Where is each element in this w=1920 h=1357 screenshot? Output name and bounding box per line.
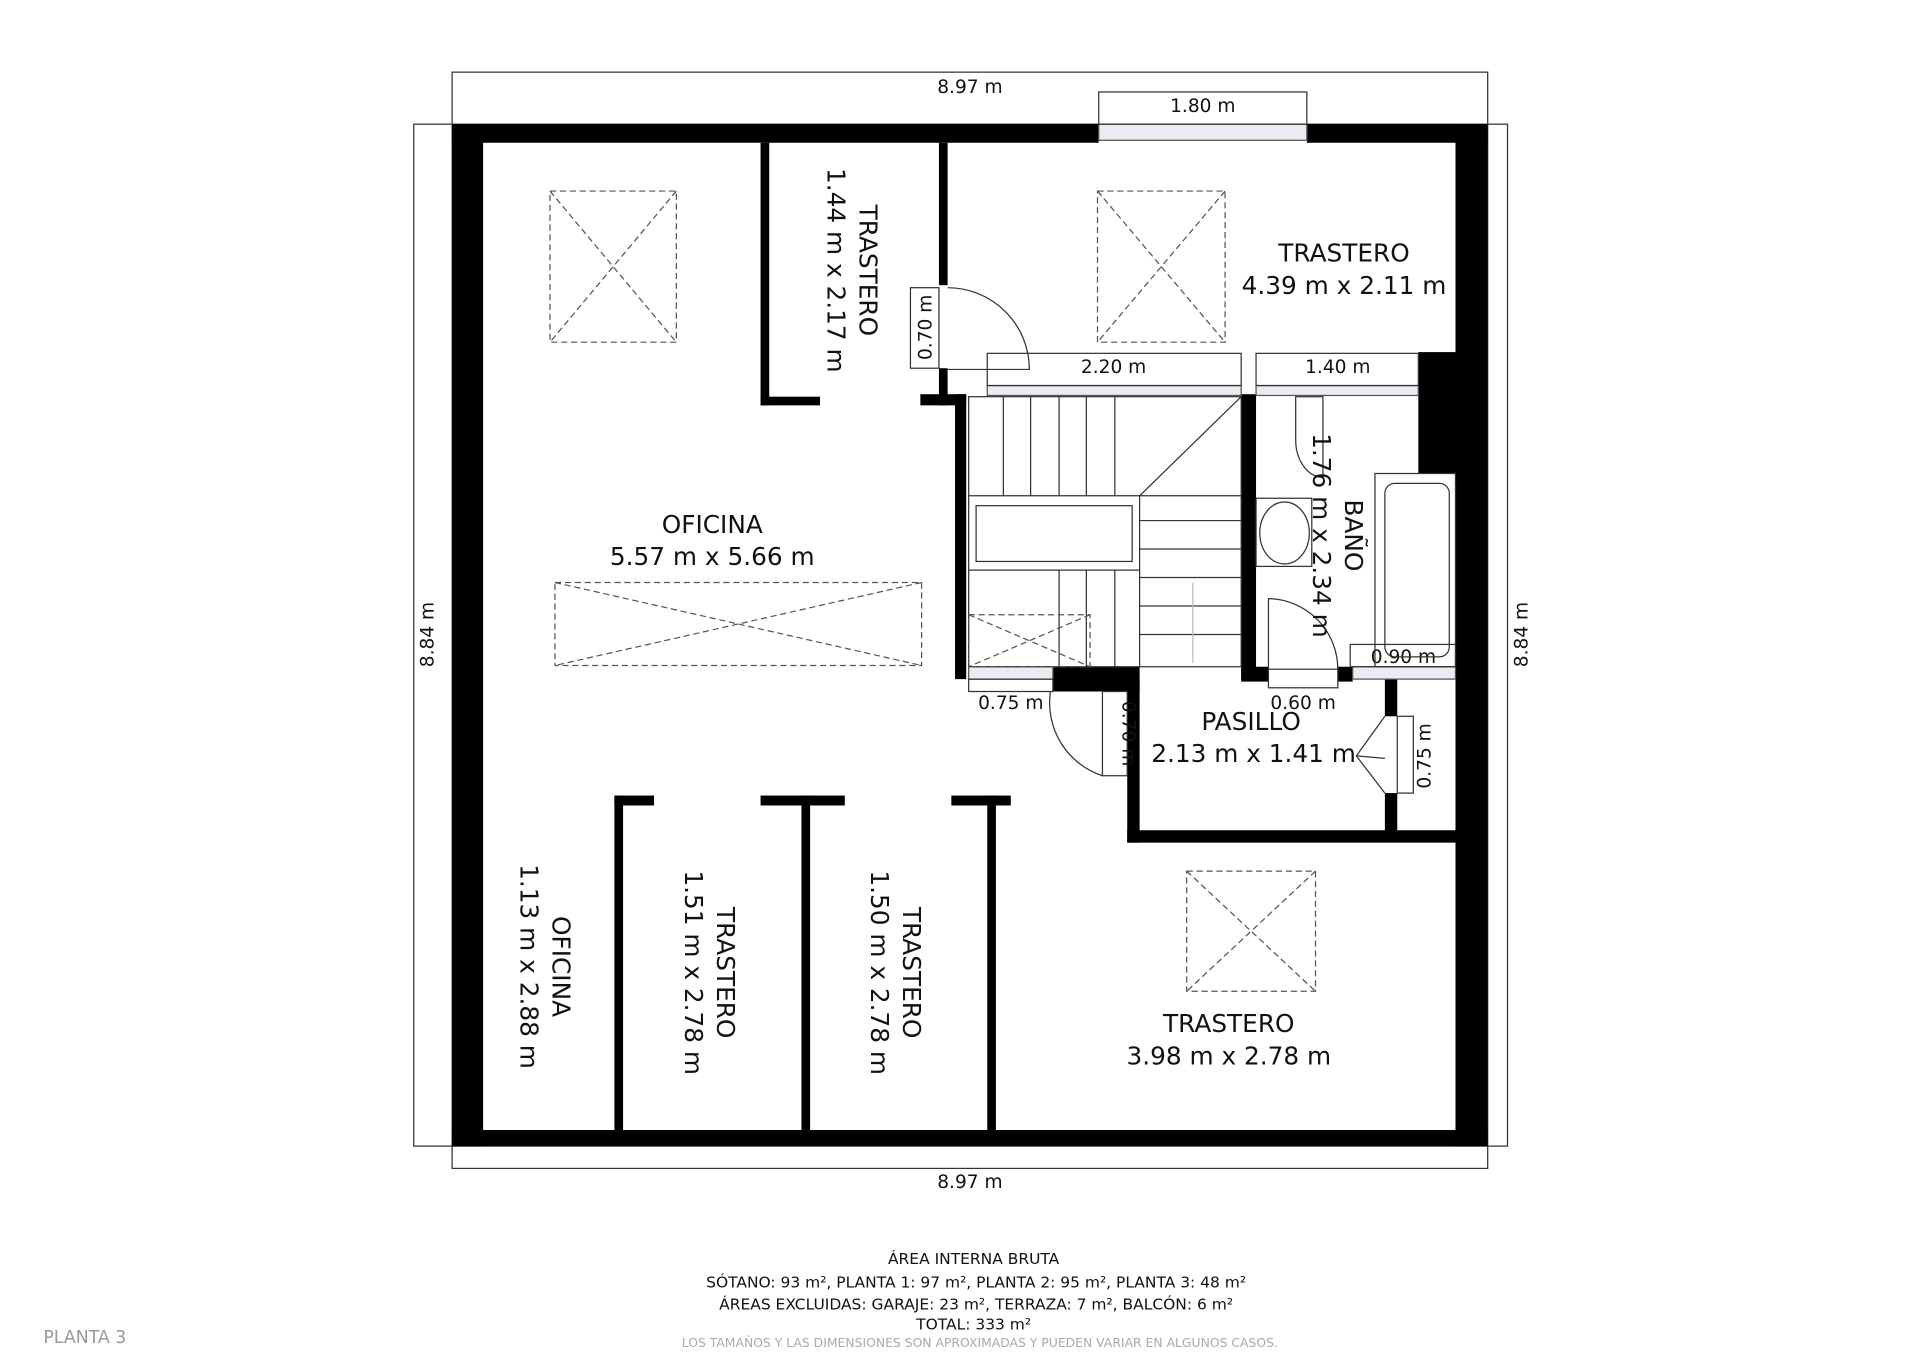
summary-floors: SÓTANO: 93 m², PLANTA 1: 97 m², PLANTA 2… xyxy=(706,1272,1246,1291)
svg-text:4.39 m x 2.11 m: 4.39 m x 2.11 m xyxy=(1242,271,1447,300)
room-trastero-top-right: TRASTERO 4.39 m x 2.11 m xyxy=(1242,239,1447,300)
svg-text:1.13 m x 2.88 m: 1.13 m x 2.88 m xyxy=(514,864,543,1069)
door-swings xyxy=(947,287,1386,794)
skylights xyxy=(549,190,1317,992)
room-oficina-small: OFICINA 1.13 m x 2.88 m xyxy=(514,864,575,1069)
dim-right: 8.84 m xyxy=(1511,602,1532,667)
dim-door-bano: 0.60 m xyxy=(1270,693,1335,714)
dim-door-trastero: 0.70 m xyxy=(916,295,937,360)
svg-text:TRASTERO: TRASTERO xyxy=(1162,1009,1294,1038)
dim-bottom: 8.97 m xyxy=(937,1172,1002,1193)
svg-text:TRASTERO: TRASTERO xyxy=(711,906,740,1038)
svg-text:5.57 m x 5.66 m: 5.57 m x 5.66 m xyxy=(610,542,815,571)
room-bano: BAÑO 1.76 m x 2.34 m xyxy=(1307,433,1369,638)
svg-text:3.98 m x 2.78 m: 3.98 m x 2.78 m xyxy=(1126,1041,1331,1070)
dim-door-pasillo: 0.70 m xyxy=(1117,701,1138,766)
dim-window-top: 1.80 m xyxy=(1170,96,1235,117)
room-oficina-main: OFICINA 5.57 m x 5.66 m xyxy=(610,510,815,571)
dim-window-stair: 2.20 m xyxy=(1081,357,1146,378)
dim-window-bath: 0.90 m xyxy=(1371,647,1436,668)
bathroom-fixtures xyxy=(1255,396,1457,668)
dim-window-stair-low: 0.75 m xyxy=(978,693,1043,714)
summary-total: TOTAL: 333 m² xyxy=(915,1315,1031,1333)
room-trastero-150: TRASTERO 1.50 m x 2.78 m xyxy=(865,870,926,1075)
windows xyxy=(968,123,1457,680)
svg-text:TRASTERO: TRASTERO xyxy=(854,204,883,336)
room-trastero-small: TRASTERO 1.44 m x 2.17 m xyxy=(821,168,882,373)
floor-label: PLANTA 3 xyxy=(43,1328,126,1348)
svg-text:1.50 m x 2.78 m: 1.50 m x 2.78 m xyxy=(865,870,894,1075)
staircase xyxy=(968,396,1242,668)
dim-window-bano: 1.40 m xyxy=(1305,357,1370,378)
svg-text:1.76 m x 2.34 m: 1.76 m x 2.34 m xyxy=(1307,433,1336,638)
room-trastero-151: TRASTERO 1.51 m x 2.78 m xyxy=(679,870,740,1075)
svg-text:2.13 m x 1.41 m: 2.13 m x 1.41 m xyxy=(1151,739,1356,768)
svg-text:TRASTERO: TRASTERO xyxy=(1277,239,1409,268)
opening-dimension-boxes xyxy=(909,91,1457,794)
svg-text:OFICINA: OFICINA xyxy=(546,916,575,1017)
svg-text:PASILLO: PASILLO xyxy=(1201,707,1301,736)
summary-title: ÁREA INTERNA BRUTA xyxy=(888,1249,1060,1268)
room-trastero-bottom-right: TRASTERO 3.98 m x 2.78 m xyxy=(1126,1009,1331,1070)
svg-text:1.51 m x 2.78 m: 1.51 m x 2.78 m xyxy=(679,870,708,1075)
svg-text:1.44 m x 2.17 m: 1.44 m x 2.17 m xyxy=(821,168,850,373)
disclaimer: LOS TAMAÑOS Y LAS DIMENSIONES SON APROXI… xyxy=(682,1335,1278,1350)
area-summary: ÁREA INTERNA BRUTA SÓTANO: 93 m², PLANTA… xyxy=(682,1249,1278,1350)
dim-door-right: 0.75 m xyxy=(1415,723,1436,788)
dim-left: 8.84 m xyxy=(418,602,439,667)
dim-top: 8.97 m xyxy=(937,77,1002,98)
svg-text:BAÑO: BAÑO xyxy=(1339,499,1369,571)
svg-text:OFICINA: OFICINA xyxy=(662,510,763,539)
svg-text:TRASTERO: TRASTERO xyxy=(897,906,926,1038)
walls xyxy=(452,124,1488,1147)
room-pasillo: PASILLO 2.13 m x 1.41 m xyxy=(1151,707,1356,768)
summary-excluded: ÁREAS EXCLUIDAS: GARAJE: 23 m², TERRAZA:… xyxy=(719,1295,1233,1314)
